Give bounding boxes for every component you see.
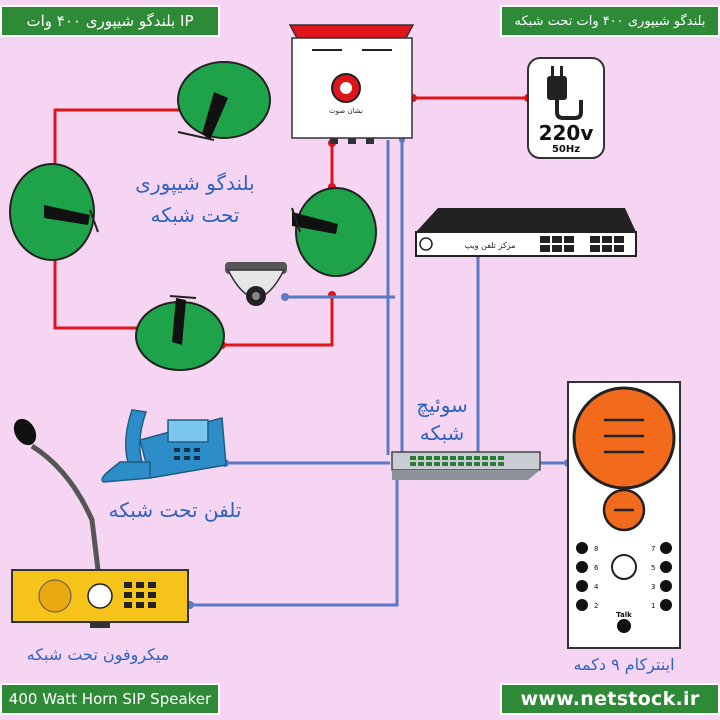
microphone-label: میکروفون تحت شبکه — [27, 645, 170, 665]
banner-bottom-left-text: 400 Watt Horn SIP Speaker — [8, 690, 212, 708]
blue-dots — [186, 137, 572, 609]
amplifier-box — [288, 24, 415, 144]
intercom-talk-label: Talk — [616, 611, 632, 619]
horn-speaker-bottom — [135, 295, 225, 371]
intercom-key-left-1: 8 — [594, 545, 598, 553]
network-switch-icon — [391, 451, 541, 480]
phone-label: تلفن تحت شبکه — [109, 498, 242, 522]
intercom-keypad — [576, 542, 672, 611]
banner-top-left: بلندگو شیپوری ۴۰۰ وات IP — [0, 5, 220, 37]
intercom-key-right-4: 1 — [651, 602, 655, 610]
wire-bottom-speaker-to-right — [222, 295, 334, 347]
banner-bottom-right: www.netstock.ir — [500, 683, 720, 715]
power-voltage: 220v — [539, 121, 594, 145]
wire-top-speaker-to-left — [53, 108, 185, 170]
horn-speaker-top — [177, 61, 271, 141]
switch-label-line1: سوئیچ — [416, 393, 468, 417]
ip-phone-icon — [101, 409, 227, 483]
intercom-key-left-3: 4 — [594, 583, 599, 591]
banner-top-right-text: بلندگو شیپوری ۴۰۰ وات تحت شبکه — [514, 13, 706, 29]
intercom-key-left-2: 6 — [594, 564, 599, 572]
intercom-key-right-1: 7 — [651, 545, 655, 553]
blue-wires — [190, 140, 568, 607]
red-wires — [53, 96, 528, 347]
intercom-label: اینترکام ۹ دکمه — [573, 655, 674, 675]
horn-speaker-right — [291, 187, 377, 277]
banner-top-right: بلندگو شیپوری ۴۰۰ وات تحت شبکه — [500, 5, 720, 37]
voip-rack-text: مرکز تلفن ویپ — [465, 241, 516, 250]
power-frequency: 50Hz — [552, 144, 580, 155]
wire-left-speaker-to-bottom — [53, 255, 145, 330]
dome-camera-icon — [225, 262, 287, 306]
wire-mic-to-switch — [190, 478, 399, 607]
banner-bottom-right-text: www.netstock.ir — [520, 688, 700, 710]
desk-microphone-icon — [11, 418, 189, 628]
horn-speaker-left — [9, 163, 99, 261]
intercom-key-left-4: 2 — [594, 602, 598, 610]
speakers-label-line2: تحت شبکه — [150, 203, 239, 227]
banner-top-left-text: بلندگو شیپوری ۴۰۰ وات IP — [26, 12, 194, 30]
intercom-key-right-3: 3 — [651, 583, 655, 591]
power-plug-icon — [527, 57, 605, 159]
intercom-key-right-2: 5 — [651, 564, 655, 572]
speakers-label-line1: بلندگو شیپوری — [135, 171, 254, 196]
amplifier-brand: نشان صوت — [329, 107, 363, 115]
banner-bottom-left: 400 Watt Horn SIP Speaker — [0, 683, 220, 715]
switch-label-line2: شبکه — [420, 421, 465, 445]
voip-rack-icon — [415, 208, 637, 257]
